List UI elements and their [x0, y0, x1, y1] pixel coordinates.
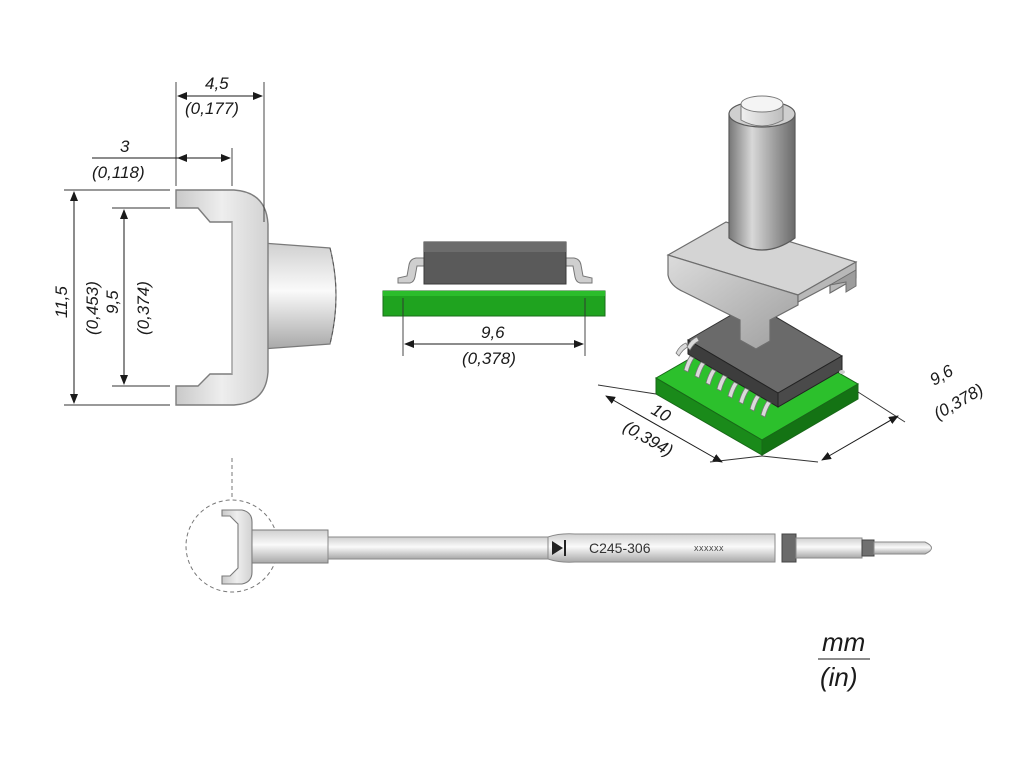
dim-top-width-in: (0,177): [185, 99, 239, 118]
front-view: 4,5 (0,177) 3 (0,118) 11,5 (0,453) 9,5 (…: [52, 74, 337, 406]
polarity-mark-icon: [552, 540, 566, 556]
tool-part-number: C245-306: [589, 540, 651, 556]
iso-view: 10 (0,394) 9,6 (0,378): [597, 95, 987, 463]
tool-overview: C245-306 xxxxxx: [185, 458, 932, 593]
dim-outer-height-mm: 11,5: [52, 286, 71, 318]
iso-view-cylinder: [728, 95, 796, 251]
side-view: 9,6 (0,378): [382, 241, 606, 368]
front-view-tip-body: [175, 189, 269, 406]
unit-secondary: (in): [820, 662, 858, 692]
dim-iso-depth-in: (0,394): [620, 417, 676, 460]
front-view-shank: [261, 242, 337, 350]
dim-side-span-mm: 9,6: [481, 323, 505, 342]
iso-view-pins: [675, 336, 772, 418]
iso-view-chip: [687, 302, 845, 408]
iso-view-tip-body: [666, 221, 858, 350]
dim-line-iso-width: [821, 415, 899, 461]
dim-iso-width-mm: 9,6: [927, 361, 957, 390]
dim-outer-height-in: (0,453): [83, 281, 102, 335]
tool-serial: xxxxxx: [694, 543, 724, 553]
units-legend: mm (in): [818, 627, 870, 692]
dim-inner-height-in: (0,374): [134, 281, 153, 335]
unit-primary: mm: [822, 627, 865, 657]
dim-line-iso-depth: [605, 395, 723, 463]
dim-inner-width-mm: 3: [120, 137, 130, 156]
dim-inner-height-mm: 9,5: [103, 290, 122, 314]
front-view-extension-lines: [64, 82, 265, 406]
dim-side-span-in: (0,378): [462, 349, 516, 368]
dim-inner-width-in: (0,118): [92, 163, 145, 182]
dim-top-width-mm: 4,5: [205, 74, 229, 93]
